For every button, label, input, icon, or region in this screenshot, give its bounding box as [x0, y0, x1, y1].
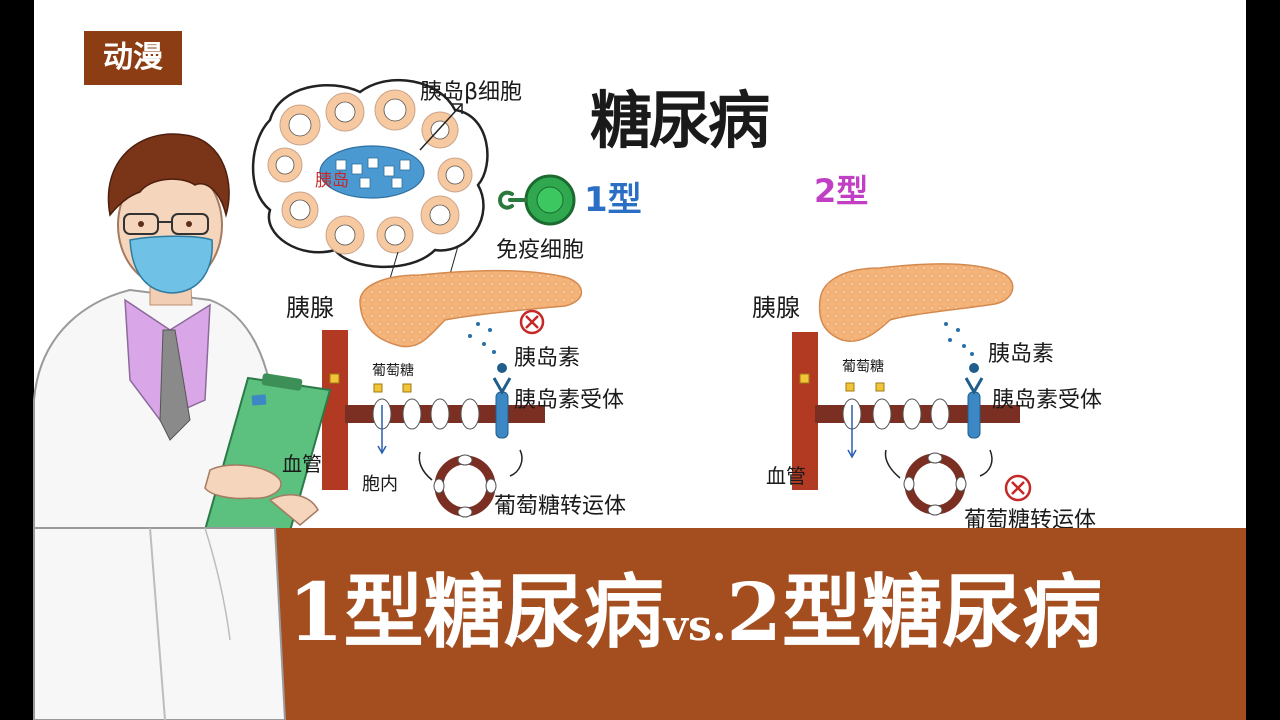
- islet-cluster: [251, 78, 489, 293]
- left-letterbox: [0, 0, 34, 720]
- insulin-label-right: 胰岛素: [988, 342, 1055, 367]
- banner-title: 1型糖尿病vs.2型糖尿病: [288, 572, 1102, 652]
- vessel-label-left: 血管: [282, 452, 322, 476]
- page-title: 糖尿病: [590, 84, 770, 157]
- receptor-label-left: 胰岛素受体: [514, 388, 625, 413]
- banner-right-title: 2型糖尿病: [726, 565, 1103, 659]
- banner-left-title: 1型糖尿病: [288, 565, 664, 659]
- beta-cell-label: 胰岛β细胞: [420, 80, 523, 105]
- glucose-transporter-left: [433, 454, 497, 518]
- category-tag[interactable]: 动漫: [84, 31, 182, 85]
- pancreas-label-left: 胰腺: [286, 294, 334, 322]
- immune-cell: [497, 174, 576, 226]
- pancreas-right: [818, 263, 1014, 342]
- banner-vs: vs.: [663, 601, 727, 650]
- immune-cell-label: 免疫细胞: [496, 238, 585, 263]
- pancreas-label-right: 胰腺: [752, 294, 800, 322]
- type1-label: 1型: [584, 180, 642, 220]
- right-letterbox: [1246, 0, 1280, 720]
- cell-inside-label: 胞内: [362, 474, 398, 495]
- vessel-right: [792, 332, 818, 490]
- transporter-label-left: 葡萄糖转运体: [494, 494, 627, 519]
- vessel-label-right: 血管: [766, 464, 806, 488]
- type2-label: 2型: [814, 172, 869, 210]
- glucose-label-right: 葡萄糖: [842, 359, 884, 375]
- insulin-receptor-left: [492, 363, 512, 439]
- islet-label: 胰岛: [315, 171, 349, 191]
- receptor-label-right: 胰岛素受体: [992, 388, 1103, 413]
- glucose-transporter-right: [903, 452, 967, 516]
- vessel-left: [322, 330, 348, 490]
- glucose-label-left: 葡萄糖: [372, 363, 414, 379]
- insulin-label-left: 胰岛素: [514, 346, 581, 371]
- insulin-receptor-right: [964, 363, 984, 439]
- pancreas-left: [359, 269, 583, 348]
